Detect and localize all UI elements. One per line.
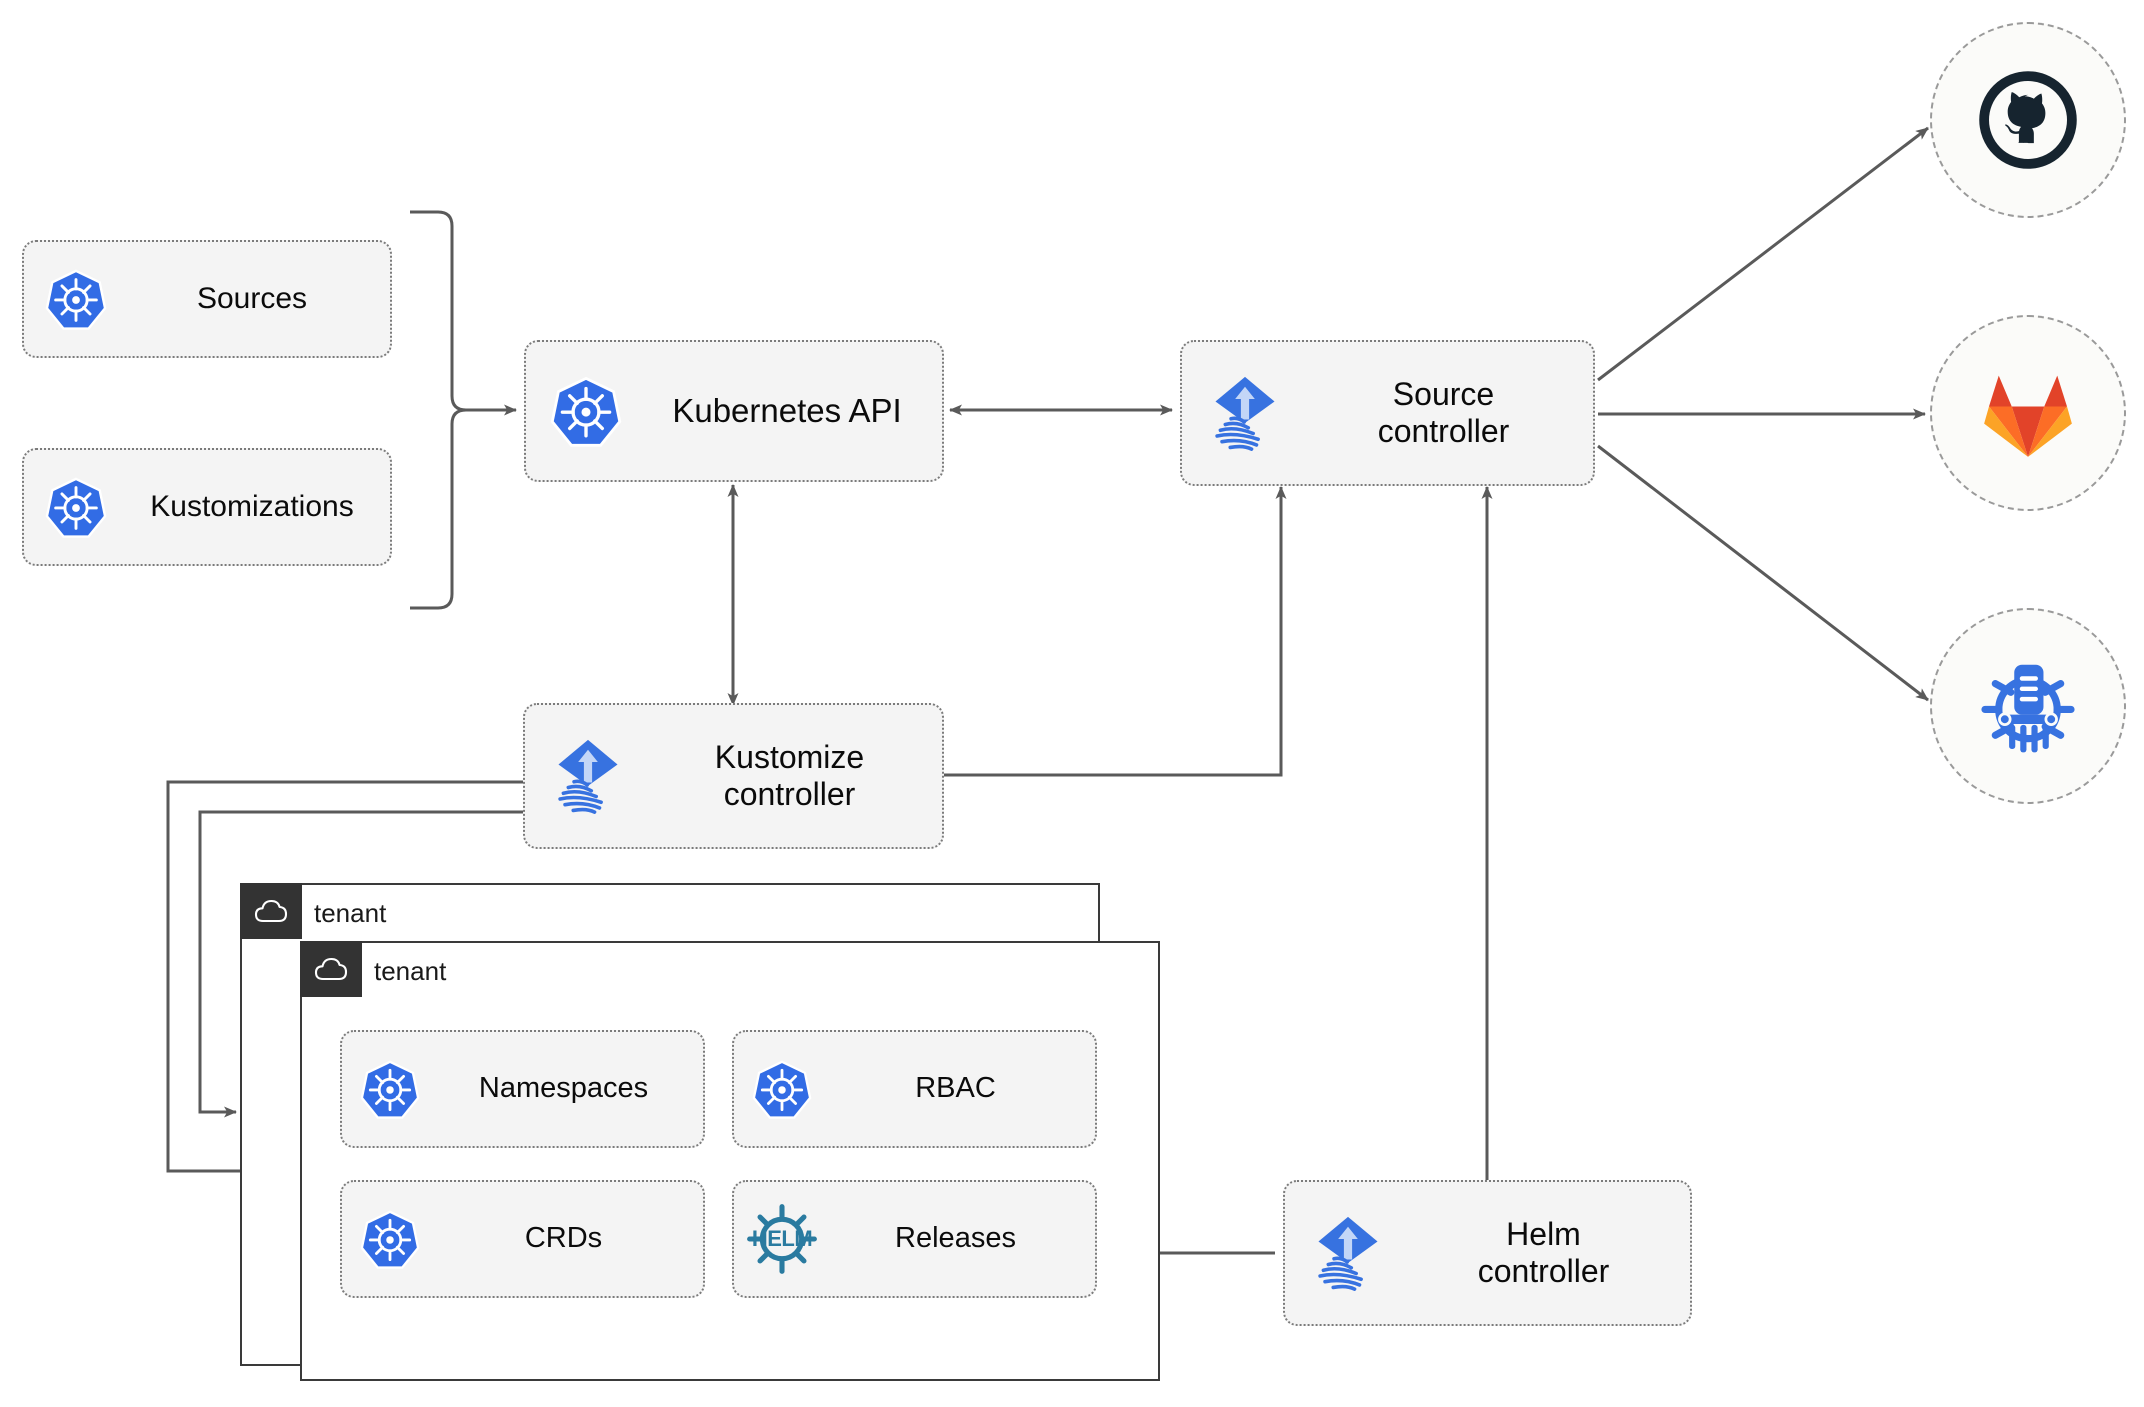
node-helm-controller-label: Helm controller [1477,1215,1610,1289]
flux-icon [525,735,651,817]
helm-repository-icon [1981,664,2075,753]
registry-gitlab[interactable] [1930,315,2126,511]
node-kubernetes-api[interactable]: Kubernetes API [524,340,944,482]
node-kustomize-controller[interactable]: Kustomize controller [523,703,944,849]
tenant-header-2 [300,941,362,997]
kubernetes-icon [342,1059,438,1119]
edge-group-brace [410,210,467,610]
flux-icon [1182,372,1308,454]
edge-source-to-helm-repository [1597,444,1929,702]
node-source-controller[interactable]: Source controller [1180,340,1595,486]
resource-releases-label: Releases [895,1222,1016,1255]
resource-releases[interactable]: HELM Releases [732,1180,1097,1298]
tenant-name-2: tenant [374,956,447,986]
node-kubernetes-api-label: Kubernetes API [672,391,902,429]
resource-crds-label: CRDs [524,1222,603,1255]
node-sources[interactable]: Sources [22,240,392,358]
node-helm-controller[interactable]: Helm controller [1283,1180,1692,1326]
edge-source-to-github [1597,126,1929,382]
node-sources-label: Sources [196,281,308,315]
gitlab-icon [1984,375,2072,457]
resource-namespaces-label: Namespaces [478,1072,649,1105]
resource-rbac[interactable]: RBAC [732,1030,1097,1148]
tenant-header-1 [240,883,302,939]
flux-icon [1285,1212,1411,1294]
registry-github[interactable] [1930,22,2126,218]
resource-crds[interactable]: CRDs [340,1180,705,1298]
resource-rbac-label: RBAC [915,1072,996,1105]
github-icon [1979,71,2077,169]
kubernetes-icon [24,476,128,538]
edge-kustomize-to-source [944,486,1287,777]
kubernetes-icon [734,1059,830,1119]
kubernetes-icon [24,268,128,330]
helm-icon: HELM [734,1202,830,1276]
tenant-box-2[interactable]: tenant [300,941,1160,1381]
registry-helm-repository[interactable] [1930,608,2126,804]
node-kustomize-controller-label: Kustomize controller [714,738,865,812]
resource-namespaces[interactable]: Namespaces [340,1030,705,1148]
tenant-name-1: tenant [314,898,387,928]
node-kustomizations[interactable]: Kustomizations [22,448,392,566]
cloud-icon [254,899,288,923]
kubernetes-icon [342,1209,438,1269]
kubernetes-icon [526,375,646,447]
node-kustomizations-label: Kustomizations [150,489,354,523]
cloud-icon [314,957,348,981]
node-source-controller-label: Source controller [1377,375,1510,449]
helm-wordmark: HELM [751,1226,813,1251]
